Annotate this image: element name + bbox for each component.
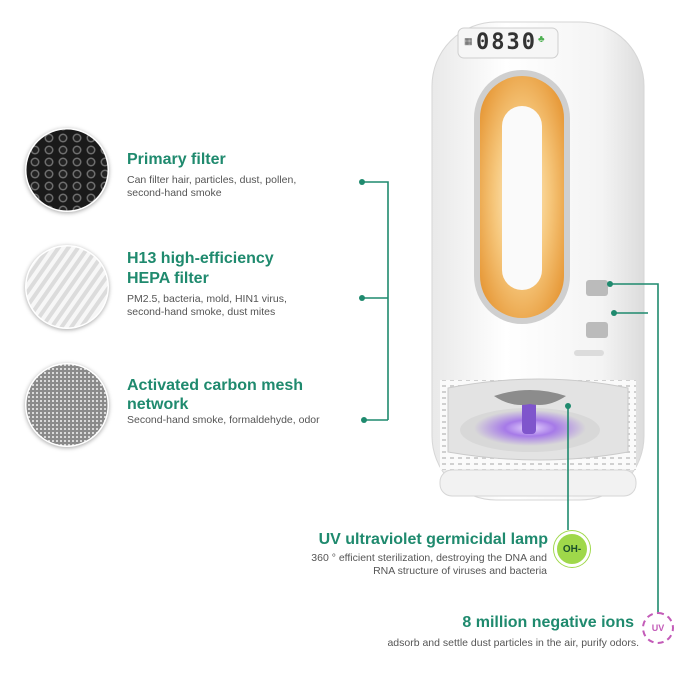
leaf-icon: ♣ [538,34,545,45]
wifi-icon: ▦ [464,36,473,46]
hepa-filter-desc-1: PM2.5, bacteria, mold, HIN1 virus, [127,293,287,305]
primary-filter-frame [25,128,109,212]
carbon-mesh-desc: Second-hand smoke, formaldehyde, odor [127,414,320,426]
hepa-filter-frame [25,245,109,329]
negative-ions-desc: adsorb and settle dust particles in the … [387,637,639,649]
carbon-mesh-image [23,361,111,449]
carbon-mesh-frame [25,363,109,447]
hepa-filter-title-2: HEPA filter [127,270,209,287]
primary-filter-title: Primary filter [127,151,226,168]
carbon-mesh-title-1: Activated carbon mesh [127,377,304,394]
negative-ions-title: 8 million negative ions [462,614,634,631]
primary-filter-desc-1: Can filter hair, particles, dust, pollen… [127,174,297,186]
uv-lamp-desc-2: RNA structure of viruses and bacteria [373,565,547,577]
uv-lamp-desc-1: 360 ° efficient sterilization, destroyin… [311,552,547,564]
primary-filter-image [23,126,111,214]
uv-lamp-title: UV ultraviolet germicidal lamp [318,531,548,548]
leader-lines [362,181,659,612]
air-purifier-device [431,21,645,501]
oh-badge: OH- [554,531,590,567]
clock-display: 0830 [476,30,537,55]
hepa-filter-title-1: H13 high-efficiency [127,250,274,267]
uv-badge: UV [642,612,674,644]
hepa-filter-image [23,243,111,331]
primary-filter-desc-2: second-hand smoke [127,187,222,199]
carbon-mesh-title-2: network [127,396,189,413]
hepa-filter-desc-2: second-hand smoke, dust mites [127,306,276,318]
